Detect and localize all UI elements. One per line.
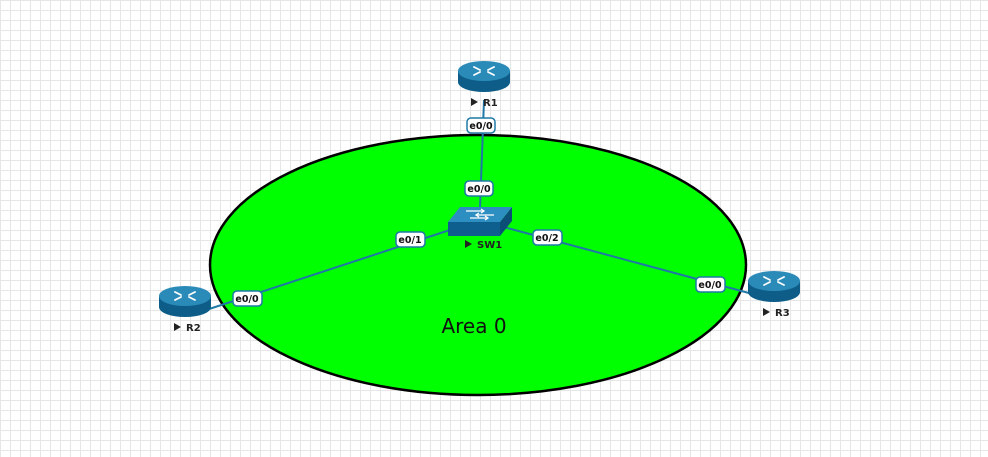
area-0-ellipse[interactable] — [208, 133, 748, 397]
router-icon — [748, 271, 800, 302]
play-icon — [465, 240, 472, 248]
node-label-sw1: SW1 — [477, 240, 502, 251]
svg-text:e0/0: e0/0 — [469, 121, 493, 132]
node-r2[interactable]: R2 — [159, 286, 211, 334]
port-label-sw1-e0-2: e0/2 — [532, 229, 563, 246]
node-label-r3: R3 — [775, 308, 790, 319]
port-label-r1-e0-0: e0/0 — [466, 117, 496, 134]
svg-text:e0/0: e0/0 — [698, 280, 722, 291]
play-icon — [471, 98, 478, 106]
area-label: Area 0 — [441, 314, 506, 338]
svg-text:e0/1: e0/1 — [398, 235, 421, 246]
node-r3[interactable]: R3 — [748, 271, 800, 319]
svg-text:e0/0: e0/0 — [467, 184, 491, 195]
port-label-sw1-e0-0: e0/0 — [464, 180, 494, 197]
node-label-r1: R1 — [483, 98, 498, 109]
svg-text:e0/0: e0/0 — [235, 294, 259, 305]
port-label-r2-e0-0: e0/0 — [232, 290, 263, 307]
router-icon — [159, 286, 211, 317]
port-label-r3-e0-0: e0/0 — [695, 276, 726, 293]
router-icon — [458, 61, 510, 92]
node-sw1[interactable]: SW1 — [448, 207, 512, 251]
play-icon — [763, 308, 770, 316]
switch-icon — [448, 207, 512, 236]
node-r1[interactable]: R1 — [458, 61, 510, 109]
svg-text:e0/2: e0/2 — [535, 233, 558, 244]
node-label-r2: R2 — [186, 323, 201, 334]
port-label-sw1-e0-1: e0/1 — [395, 231, 426, 248]
play-icon — [174, 323, 181, 331]
